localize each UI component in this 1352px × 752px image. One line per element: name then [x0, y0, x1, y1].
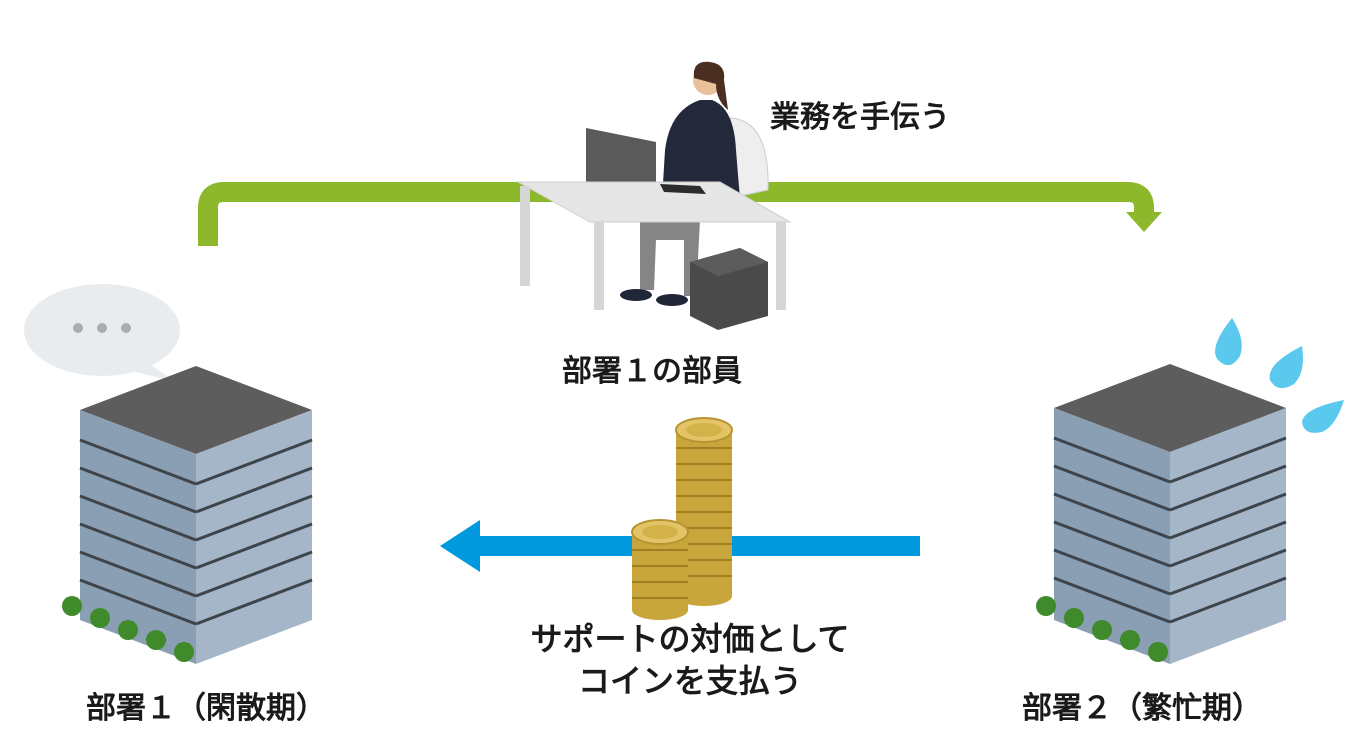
payment-label: サポートの対価として コインを支払う	[470, 618, 910, 702]
person-at-desk	[516, 61, 792, 330]
dept2-label: 部署２（繁忙期）	[1022, 691, 1262, 726]
member-label: 部署１の部員	[562, 354, 742, 389]
building-dept1	[62, 366, 313, 664]
coin-stack-short	[631, 519, 689, 620]
building-dept2	[1036, 364, 1287, 664]
coin-stacks	[631, 417, 733, 620]
sweat-drops-icon	[1215, 318, 1344, 433]
dept1-label: 部署１（閑散期）	[86, 691, 326, 726]
payment-label-line2: コインを支払う	[577, 662, 802, 700]
payment-label-line1: サポートの対価として	[530, 620, 850, 658]
help-task-label: 業務を手伝う	[770, 100, 950, 135]
ellipsis-speech-bubble-icon	[24, 284, 180, 382]
